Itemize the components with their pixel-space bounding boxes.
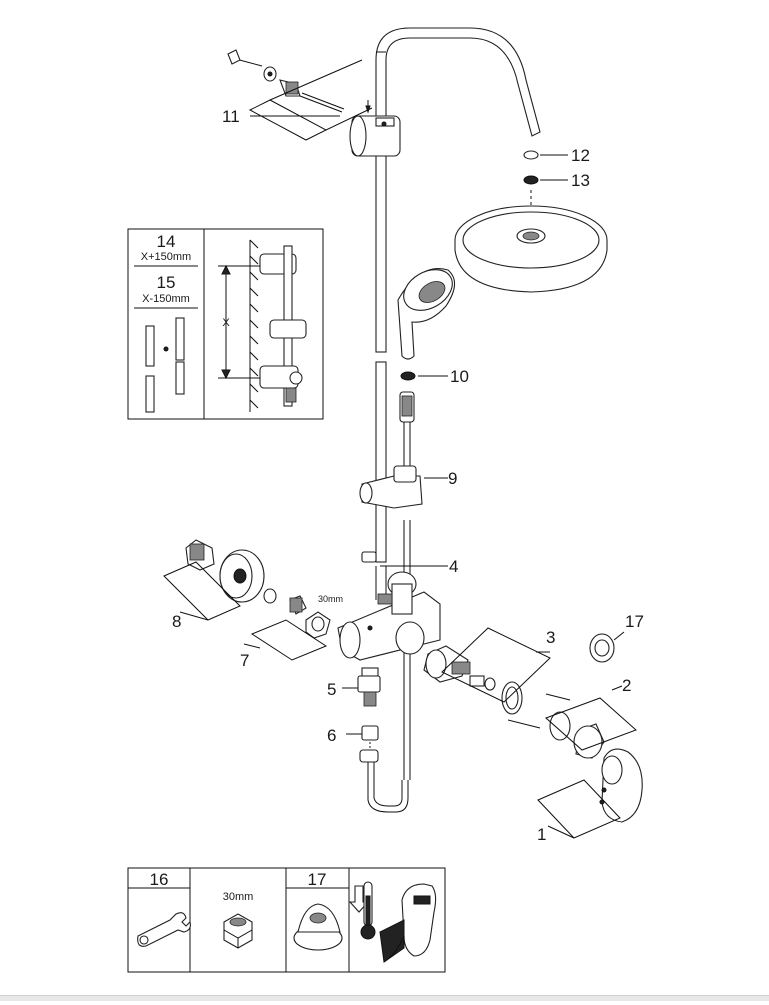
callout-9: 9 (448, 469, 457, 488)
washer-and-nut-7 (263, 588, 331, 639)
callout-2: 2 (622, 676, 631, 695)
wrench-icon (137, 912, 191, 947)
thermostat-body (337, 566, 441, 661)
height-adjust-box: 14 X+150mm 15 X-150mm X (127, 228, 324, 420)
page-footer-strip (0, 995, 769, 1001)
hex-nut-icon (223, 913, 253, 949)
wall-fixing-kit (227, 49, 345, 113)
sleeve-2 (549, 711, 605, 759)
callout-1-leader (537, 779, 621, 839)
nut-size-label: 30mm (318, 594, 343, 604)
callout-11: 11 (222, 107, 240, 126)
callout-3-leader (441, 627, 551, 703)
item-15-number: 15 (157, 273, 176, 292)
callout-4: 4 (449, 557, 458, 576)
callout-7-leader (243, 619, 328, 661)
head-shower (454, 205, 608, 293)
item-14-number: 14 (157, 232, 176, 251)
dimension-x-label: X (222, 317, 230, 329)
washer-10 (400, 371, 448, 381)
tool-17-number: 17 (308, 870, 327, 889)
tool-nut-size-label: 30mm (223, 891, 254, 903)
callout-3: 3 (546, 628, 555, 647)
rail-pieces-illustration (145, 317, 185, 413)
seal-cap-icon (293, 903, 343, 951)
slide-holder-9 (359, 465, 448, 509)
cartridge-3 (423, 645, 571, 729)
seal-12 (523, 150, 568, 160)
item-14-text: X+150mm (141, 251, 191, 263)
seal-13 (523, 175, 568, 185)
seal-cap-17 (589, 631, 625, 663)
callout-5: 5 (327, 680, 336, 699)
overhead-shower-arm (375, 27, 541, 141)
lever-handle-icon (379, 883, 437, 963)
callout-17: 17 (625, 612, 644, 631)
callout-11-leader (248, 59, 373, 141)
item-15-text: X-150mm (142, 293, 190, 305)
connector-4 (361, 551, 448, 605)
lever-handle-1 (599, 748, 643, 823)
callout-2-leader (545, 685, 637, 751)
callout-1: 1 (537, 825, 546, 844)
tools-box: 16 30mm 17 (127, 867, 446, 973)
thermometer-icon (360, 881, 376, 940)
callout-12: 12 (571, 146, 590, 165)
wall-bracket-upper (349, 100, 401, 157)
callout-8-leader (163, 561, 241, 621)
callout-7: 7 (240, 651, 249, 670)
tool-16-number: 16 (150, 870, 169, 889)
callout-6: 6 (327, 726, 336, 745)
inlet-connector-8 (185, 539, 265, 603)
hand-shower (397, 268, 456, 360)
adapter-6 (346, 725, 379, 763)
callout-labels: 1 2 3 4 5 6 7 8 9 10 11 12 13 17 30mm (172, 107, 644, 844)
callout-8: 8 (172, 612, 181, 631)
wall-mount-height-illustration: X (218, 239, 307, 412)
callout-13: 13 (571, 171, 590, 190)
callout-10: 10 (450, 367, 469, 386)
check-valve-5 (342, 667, 381, 707)
